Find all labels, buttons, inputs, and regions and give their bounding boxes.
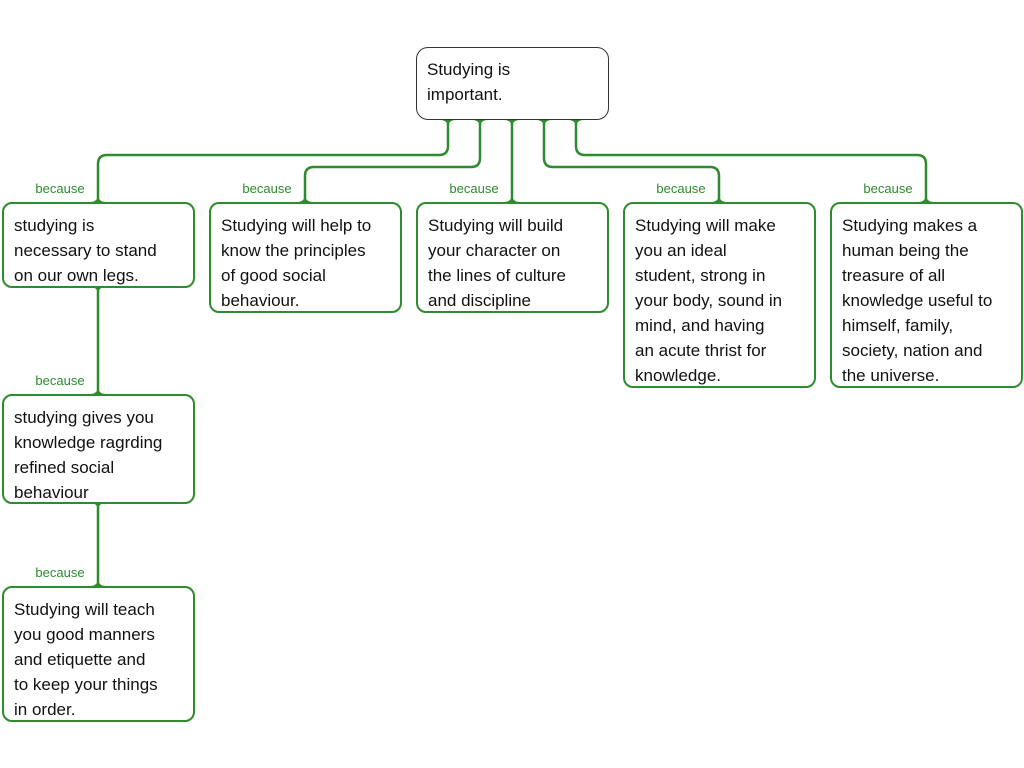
flare-root-3 [504, 120, 520, 128]
because-label: because [656, 181, 706, 196]
flare-reason-4-top [711, 194, 727, 202]
sub-reason-box-1[interactable]: studying gives you knowledge ragrding re… [2, 394, 195, 504]
flare-reason-5-top [918, 194, 934, 202]
connector-root-reason-1 [96, 120, 450, 202]
because-label: because [35, 373, 85, 388]
flare-root-1 [440, 120, 456, 128]
reason-box-3[interactable]: Studying will build your character on th… [416, 202, 609, 313]
because-label: because [35, 565, 85, 580]
reason-box-2[interactable]: Studying will help to know the principle… [209, 202, 402, 313]
flare-sub-2-top [90, 578, 106, 586]
reason-box-1[interactable]: studying is necessary to stand on our ow… [2, 202, 195, 288]
flare-root-4 [536, 120, 552, 128]
connector-root-reason-2 [303, 120, 482, 202]
flare-reason-3-top [504, 194, 520, 202]
reason-box-4[interactable]: Studying will make you an ideal student,… [623, 202, 816, 388]
because-label: because [242, 181, 292, 196]
root-claim-box[interactable]: Studying is important. [416, 47, 609, 120]
flare-root-5 [568, 120, 584, 128]
because-label: because [449, 181, 499, 196]
reason-box-5[interactable]: Studying makes a human being the treasur… [830, 202, 1023, 388]
connector-root-reason-5 [574, 120, 928, 202]
because-label: because [863, 181, 913, 196]
sub-reason-box-2[interactable]: Studying will teach you good manners and… [2, 586, 195, 722]
flare-reason-1-top [90, 194, 106, 202]
because-label: because [35, 181, 85, 196]
flare-reason-1-bottom [90, 287, 106, 295]
flare-sub-1-top [90, 386, 106, 394]
flare-sub-1-bottom [90, 503, 106, 511]
flare-reason-2-top [297, 194, 313, 202]
connector-root-reason-4 [542, 120, 721, 202]
flare-root-2 [472, 120, 488, 128]
